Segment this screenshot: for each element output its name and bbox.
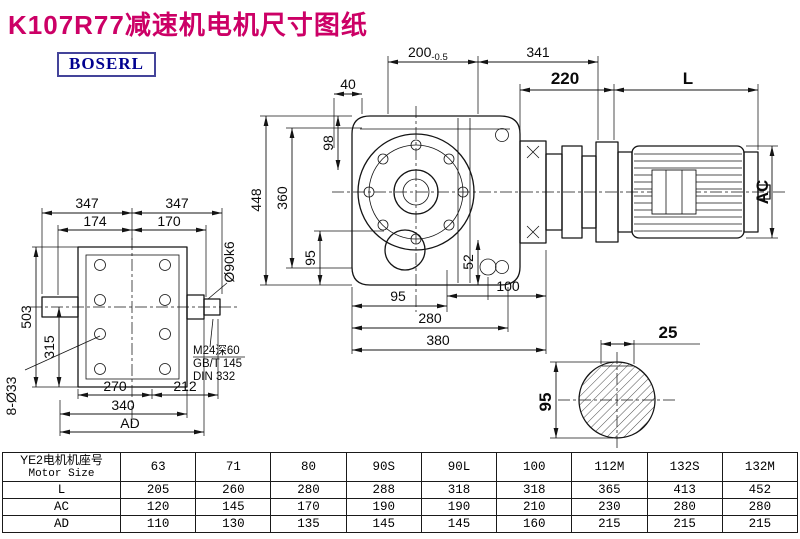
dim-347-left: 347 bbox=[75, 195, 99, 211]
gear-housing-outline bbox=[351, 115, 521, 286]
table-header-subtitle: Motor Size bbox=[28, 467, 95, 480]
label-m24: M24深60 bbox=[193, 343, 240, 357]
output-bore-circle bbox=[384, 229, 426, 271]
motor-nameplate bbox=[651, 169, 697, 215]
col-header: 132M bbox=[721, 451, 799, 483]
gearbox-dimension-drawing: 200-0.5 341 40 448 360 98 95 52 95 10 bbox=[3, 44, 788, 450]
label-shaft-dia: Ø90k6 bbox=[221, 241, 237, 282]
dim-341: 341 bbox=[526, 44, 550, 60]
cell: 190 bbox=[420, 498, 498, 517]
table-header-row: YE2电机机座号 Motor Size 63 71 80 90S 90L 100… bbox=[2, 451, 799, 483]
dim-360: 360 bbox=[274, 186, 290, 210]
cell: 280 bbox=[270, 481, 347, 500]
side-view-dimensions: 347 347 174 170 503 315 270 212 340 AD 8… bbox=[3, 195, 245, 436]
cell: 365 bbox=[571, 481, 648, 500]
brand-logo: BOSERL bbox=[57, 52, 156, 77]
label-din: DIN 332 bbox=[193, 371, 235, 383]
cell: 145 bbox=[195, 498, 272, 517]
col-header: 80 bbox=[270, 451, 347, 483]
brand-logo-text: BOSERL bbox=[69, 54, 144, 73]
cell: 230 bbox=[571, 498, 648, 517]
cell: 145 bbox=[420, 515, 498, 534]
dim-270: 270 bbox=[103, 378, 127, 394]
cell: 318 bbox=[496, 481, 573, 500]
row-label: L bbox=[2, 481, 121, 500]
side-view bbox=[30, 238, 240, 428]
dim-AC: AC bbox=[753, 180, 772, 205]
cell: 205 bbox=[119, 481, 197, 500]
hatched-hole bbox=[479, 258, 497, 276]
dim-170: 170 bbox=[157, 213, 181, 229]
dim-95-left: 95 bbox=[302, 250, 318, 266]
dim-448: 448 bbox=[248, 188, 264, 212]
dim-95-bottom: 95 bbox=[390, 288, 406, 304]
cell: 130 bbox=[195, 515, 272, 534]
cell: 215 bbox=[571, 515, 648, 534]
motor-size-table: YE2电机机座号 Motor Size 63 71 80 90S 90L 100… bbox=[2, 451, 799, 534]
table-row-AC: AC 120 145 170 190 190 210 230 280 280 bbox=[2, 498, 799, 517]
motor-view bbox=[519, 140, 771, 244]
dim-212: 212 bbox=[173, 378, 197, 394]
dim-100: 100 bbox=[496, 278, 520, 294]
dim-95-section: 95 bbox=[536, 393, 555, 412]
shaft-section-view: 25 95 bbox=[536, 323, 700, 450]
cell: 190 bbox=[345, 498, 422, 517]
col-header: 90L bbox=[420, 451, 498, 483]
dim-380: 380 bbox=[426, 332, 450, 348]
label-gbt: GB/T 145 bbox=[193, 358, 242, 370]
label-bolt-holes: 8-Ø33 bbox=[3, 376, 19, 415]
cell: 210 bbox=[496, 498, 573, 517]
table-row-L: L 205 260 280 288 318 318 365 413 452 bbox=[2, 481, 799, 500]
cell: 135 bbox=[270, 515, 347, 534]
cell: 215 bbox=[646, 515, 723, 534]
col-header: 90S bbox=[345, 451, 422, 483]
cell: 120 bbox=[119, 498, 197, 517]
dim-40: 40 bbox=[340, 76, 356, 92]
cell: 280 bbox=[721, 498, 799, 517]
dim-52: 52 bbox=[460, 254, 476, 270]
cell: 160 bbox=[496, 515, 573, 534]
col-header: 132S bbox=[646, 451, 723, 483]
page-title: K107R77减速机电机尺寸图纸 bbox=[8, 10, 368, 40]
cell: 110 bbox=[119, 515, 197, 534]
cell: 145 bbox=[345, 515, 422, 534]
table-row-AD: AD 110 130 135 145 145 160 215 215 215 bbox=[2, 515, 799, 534]
table-header-title: YE2电机机座号 bbox=[20, 453, 103, 467]
row-label: AD bbox=[2, 515, 121, 534]
dim-347-right: 347 bbox=[165, 195, 189, 211]
dim-503: 503 bbox=[18, 305, 34, 329]
cell: 170 bbox=[270, 498, 347, 517]
dim-25: 25 bbox=[659, 323, 678, 342]
front-view bbox=[332, 106, 788, 312]
col-header: 112M bbox=[571, 451, 648, 483]
dim-L: L bbox=[683, 69, 693, 88]
cell: 452 bbox=[721, 481, 799, 500]
dim-340: 340 bbox=[111, 397, 135, 413]
row-label: AC bbox=[2, 498, 121, 517]
dim-AD: AD bbox=[120, 415, 139, 431]
dim-200: 200-0.5 bbox=[408, 44, 448, 63]
table-header-cell: YE2电机机座号 Motor Size bbox=[2, 451, 121, 483]
dim-280: 280 bbox=[418, 310, 442, 326]
cell: 215 bbox=[721, 515, 799, 534]
col-header: 71 bbox=[195, 451, 272, 483]
dim-174: 174 bbox=[83, 213, 107, 229]
dim-98: 98 bbox=[320, 135, 336, 151]
cell: 280 bbox=[646, 498, 723, 517]
shaft-section-circle bbox=[578, 361, 656, 439]
col-header: 100 bbox=[496, 451, 573, 483]
cell: 260 bbox=[195, 481, 272, 500]
cell: 288 bbox=[345, 481, 422, 500]
front-view-dimensions: 200-0.5 341 40 448 360 98 95 52 95 10 bbox=[248, 44, 778, 354]
cell: 413 bbox=[646, 481, 723, 500]
output-flange-circle bbox=[357, 133, 475, 251]
col-header: 63 bbox=[119, 451, 197, 483]
dim-315: 315 bbox=[41, 335, 57, 359]
cell: 318 bbox=[420, 481, 498, 500]
side-housing-outline bbox=[77, 246, 188, 388]
dim-220: 220 bbox=[551, 69, 579, 88]
